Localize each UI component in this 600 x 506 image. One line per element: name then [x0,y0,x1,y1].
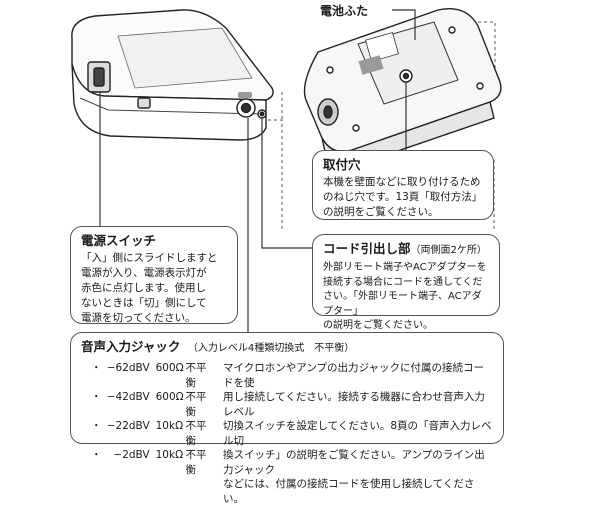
rear-device [303,8,502,168]
level-bullet: ・ [91,449,102,461]
audio-jack-title-text: 音声入力ジャック [81,339,181,354]
leader-lines [99,9,416,332]
dashed-guides [262,21,496,232]
level-bullet: ・ [91,362,102,374]
level-impedance: 10kΩ [155,449,184,461]
battery-cover-label: 電池ふた [320,4,369,18]
audio-jack-subtitle: （入力レベル4種類切換式 不平衡） [192,343,355,354]
level-type: 不平衡 [185,391,207,418]
level-type: 不平衡 [185,362,207,389]
level-value: −22dBV [106,420,150,432]
power-switch-callout: 電源スイッチ 「入」側にスライドしますと 電源が入り、電源表示灯が 赤色に点灯し… [70,226,238,324]
cord-outlet-body: 外部リモート端子やACアダプターを 接続する場合にコードを通してくだ さい。「外… [323,262,487,331]
diagram-stage: 電池ふた 取付穴 本機を壁面などに取り付けるため のねじ穴です。13頁「取付方法… [70,4,504,505]
level-value: −2dBV [113,449,150,461]
power-switch-body: 「入」側にスライドしますと 電源が入り、電源表示灯が 赤色に点灯します。使用し … [81,252,218,324]
level-type: 不平衡 [185,420,207,447]
level-value: −42dBV [106,391,150,403]
cord-outlet-title: コード引出し部（両側面2ケ所） [323,241,489,259]
audio-jack-body: マイクロホンやアンプの出力ジャックに付属の接続コードを使 用し接続してください。… [223,362,492,505]
cord-outlet-subtitle: （両側面2ケ所） [410,245,487,256]
cord-outlet-callout: コード引出し部（両側面2ケ所） 外部リモート端子やACアダプターを 接続する場合… [312,234,500,331]
audio-jack-title: 音声入力ジャック （入力レベル4種類切換式 不平衡） [81,339,493,357]
mount-hole-callout: 取付穴 本機を壁面などに取り付けるため のねじ穴です。13頁「取付方法」 の説明… [312,150,494,220]
mount-hole-body: 本機を壁面などに取り付けるため のねじ穴です。13頁「取付方法」 の説明をご覧く… [323,176,483,218]
level-type: 不平衡 [185,449,207,476]
front-device [71,9,274,141]
level-bullet: ・ [91,420,102,432]
power-switch-title: 電源スイッチ [81,233,157,248]
level-impedance: 10kΩ [155,420,184,432]
level-impedance: 600Ω [155,362,184,374]
cord-outlet-title-text: コード引出し部 [323,241,411,256]
level-bullet: ・ [91,391,102,403]
level-impedance: 600Ω [155,391,184,403]
mount-hole-title: 取付穴 [323,157,361,172]
level-value: −62dBV [106,362,150,374]
